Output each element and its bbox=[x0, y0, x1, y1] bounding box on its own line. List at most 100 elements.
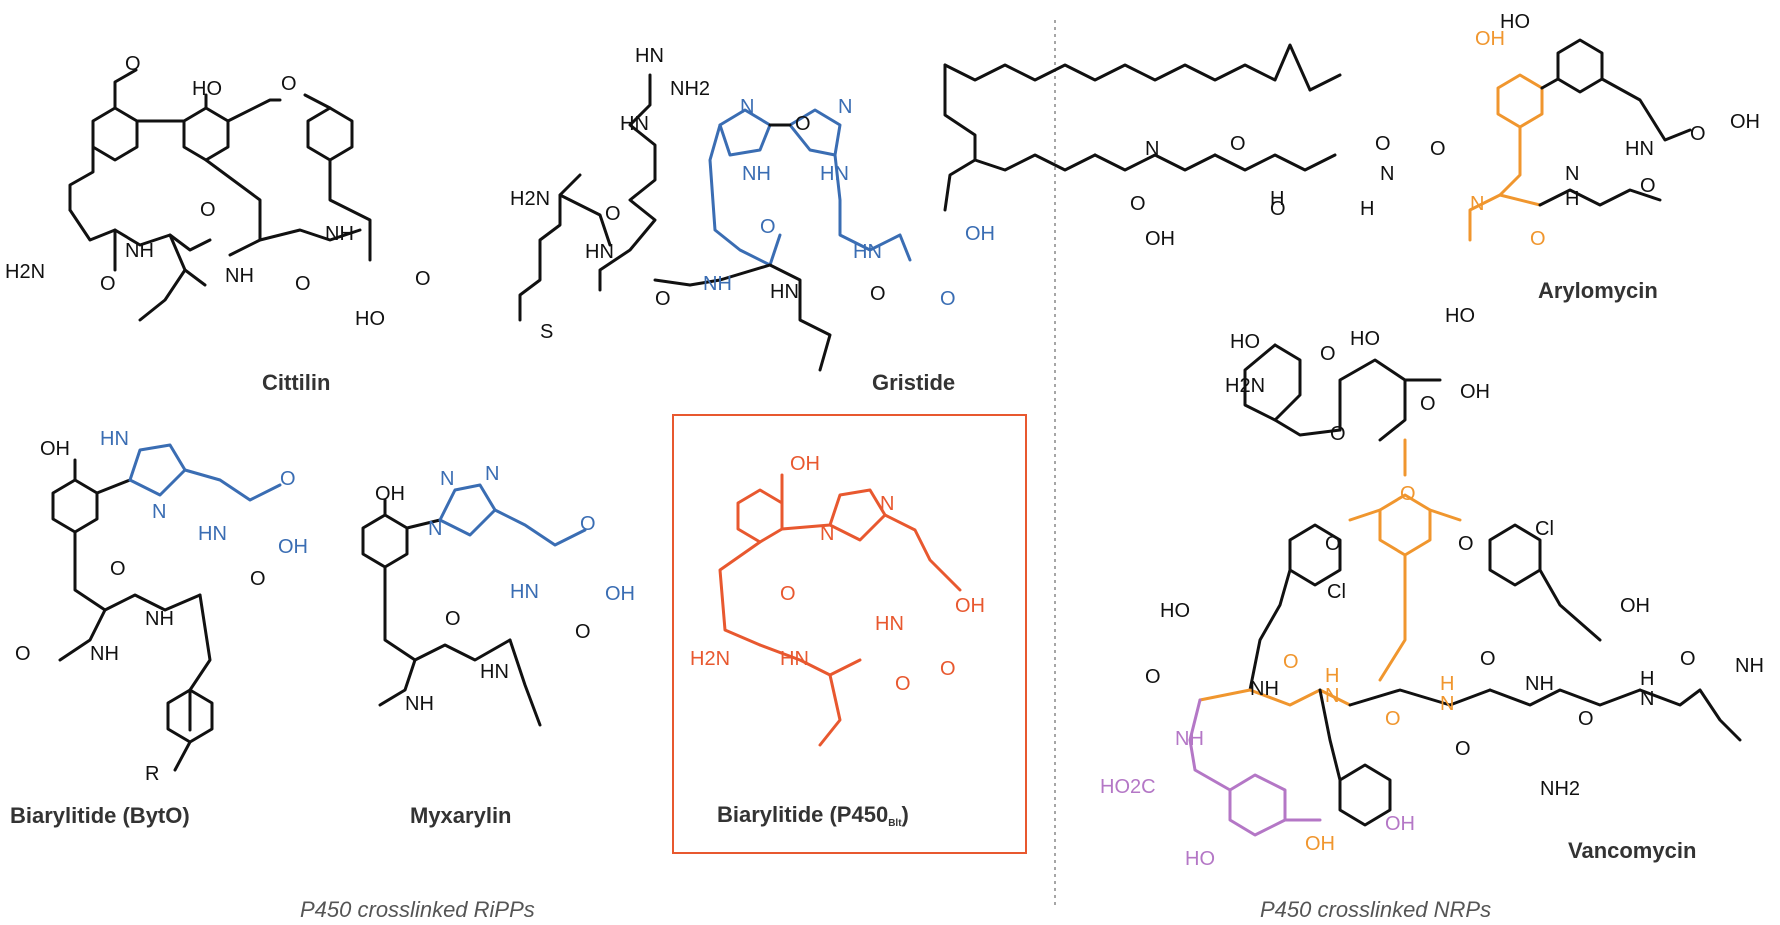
atom-label: OH bbox=[40, 438, 70, 460]
atom-label: HN bbox=[100, 428, 129, 450]
atom-label: NH bbox=[225, 265, 254, 287]
atom-label: N bbox=[440, 468, 454, 490]
atom-label: N bbox=[152, 501, 166, 523]
atom-label: H bbox=[1360, 198, 1374, 220]
atom-label: HO bbox=[1350, 328, 1380, 350]
atom-label: O bbox=[1420, 393, 1436, 415]
atom-label: NH bbox=[1525, 673, 1554, 695]
atom-label: N bbox=[1145, 138, 1159, 160]
compound-name-myxarylin: Myxarylin bbox=[410, 803, 512, 828]
atom-label: O bbox=[1578, 708, 1594, 730]
atom-label: N bbox=[485, 463, 499, 485]
atom-label: O bbox=[1385, 708, 1401, 730]
atom-label: HN bbox=[510, 581, 539, 603]
gristide-structure: HN NH2 HN H2N O HN O S N O N NH HN O NH … bbox=[510, 45, 995, 395]
atom-label: H bbox=[1440, 673, 1454, 695]
atom-label: NH bbox=[125, 240, 154, 262]
atom-label: N bbox=[1325, 685, 1339, 707]
atom-label: S bbox=[540, 321, 553, 343]
atom-label: N bbox=[1565, 163, 1579, 185]
atom-label: N bbox=[1440, 693, 1454, 715]
atom-label: O bbox=[1480, 648, 1496, 670]
atom-label: NH2 bbox=[670, 78, 710, 100]
atom-label: OH bbox=[278, 536, 308, 558]
atom-label: O bbox=[1458, 533, 1474, 555]
atom-label: O bbox=[575, 621, 591, 643]
atom-label: H bbox=[1325, 665, 1339, 687]
highlight-box bbox=[672, 414, 1027, 854]
atom-label: H bbox=[1640, 668, 1654, 690]
atom-label: NH bbox=[90, 643, 119, 665]
compound-name-vancomycin: Vancomycin bbox=[1568, 838, 1696, 863]
atom-label: N bbox=[1470, 193, 1484, 215]
compound-name-biarylitide-p450: Biarylitide (P450Blt) bbox=[717, 802, 909, 829]
atom-label: O bbox=[1130, 193, 1146, 215]
atom-label: O bbox=[1283, 651, 1299, 673]
myxarylin-structure: OH N N N O OH HN O O HN NH Myxarylin bbox=[361, 463, 635, 828]
atom-label: N bbox=[820, 523, 834, 545]
atom-label: NH bbox=[1735, 655, 1764, 677]
atom-label: OH bbox=[790, 453, 820, 475]
atom-label: O bbox=[870, 283, 886, 305]
atom-label: O bbox=[280, 468, 296, 490]
atom-label: O bbox=[1270, 198, 1286, 220]
atom-label: HO bbox=[1160, 600, 1190, 622]
atom-label: O bbox=[15, 643, 31, 665]
vancomycin-structure: HO H2N HO O HO OH O O O O O Cl Cl HO OH … bbox=[1100, 305, 1764, 870]
atom-label: Cl bbox=[1327, 581, 1346, 603]
atom-label: OH bbox=[1730, 111, 1760, 133]
atom-label: HN bbox=[620, 113, 649, 135]
atom-label: HN bbox=[480, 661, 509, 683]
atom-label: OH bbox=[965, 223, 995, 245]
atom-label: N bbox=[1640, 688, 1654, 710]
atom-label: N bbox=[880, 493, 894, 515]
atom-label: O bbox=[1145, 666, 1161, 688]
arylomycin-structure: HO OH OH O O O O O N H H N N O N H HN O … bbox=[943, 11, 1760, 303]
atom-label: HN bbox=[853, 241, 882, 263]
atom-label: NH bbox=[742, 163, 771, 185]
atom-label: OH bbox=[605, 583, 635, 605]
atom-label: N bbox=[838, 96, 852, 118]
atom-label: O bbox=[445, 608, 461, 630]
atom-label: HN bbox=[770, 281, 799, 303]
atom-label: R bbox=[145, 763, 159, 785]
biarylitide-bytO-structure: OH HN N O OH HN O O NH NH O R Biarylitid… bbox=[10, 428, 308, 828]
atom-label: NH bbox=[1175, 728, 1204, 750]
atom-label: O bbox=[1400, 483, 1416, 505]
atom-label: O bbox=[605, 203, 621, 225]
caption-nrps: P450 crosslinked NRPs bbox=[1260, 897, 1491, 922]
atom-label: HO bbox=[192, 78, 222, 100]
atom-label: O bbox=[125, 53, 141, 75]
atom-label: OH bbox=[1385, 813, 1415, 835]
atom-label: O bbox=[1325, 533, 1341, 555]
atom-label: O bbox=[281, 73, 297, 95]
atom-label: O bbox=[100, 273, 116, 295]
atom-label: O bbox=[200, 199, 216, 221]
atom-label: Cl bbox=[1535, 518, 1554, 540]
atom-label: O bbox=[895, 673, 911, 695]
compound-name-biarylitide-byto: Biarylitide (BytO) bbox=[10, 803, 190, 828]
atom-label: OH bbox=[955, 595, 985, 617]
atom-label: N bbox=[740, 96, 754, 118]
atom-label: HO bbox=[355, 308, 385, 330]
compound-name-cittilin: Cittilin bbox=[262, 370, 330, 395]
atom-label: HN bbox=[198, 523, 227, 545]
atom-label: O bbox=[940, 288, 956, 310]
atom-label: H2N bbox=[5, 261, 45, 283]
atom-label: O bbox=[780, 583, 796, 605]
atom-label: NH bbox=[325, 223, 354, 245]
atom-label: O bbox=[415, 268, 431, 290]
atom-label: NH bbox=[405, 693, 434, 715]
atom-label: HN bbox=[635, 45, 664, 67]
atom-label: O bbox=[1690, 123, 1706, 145]
atom-label: H bbox=[1270, 188, 1284, 210]
atom-label: O bbox=[110, 558, 126, 580]
atom-label: H bbox=[1565, 188, 1579, 210]
atom-label: O bbox=[1320, 343, 1336, 365]
atom-label: OH bbox=[375, 483, 405, 505]
atom-label: HO bbox=[1445, 305, 1475, 327]
atom-label: O bbox=[1530, 228, 1546, 250]
atom-label: O bbox=[1330, 423, 1346, 445]
atom-label: HN bbox=[820, 163, 849, 185]
